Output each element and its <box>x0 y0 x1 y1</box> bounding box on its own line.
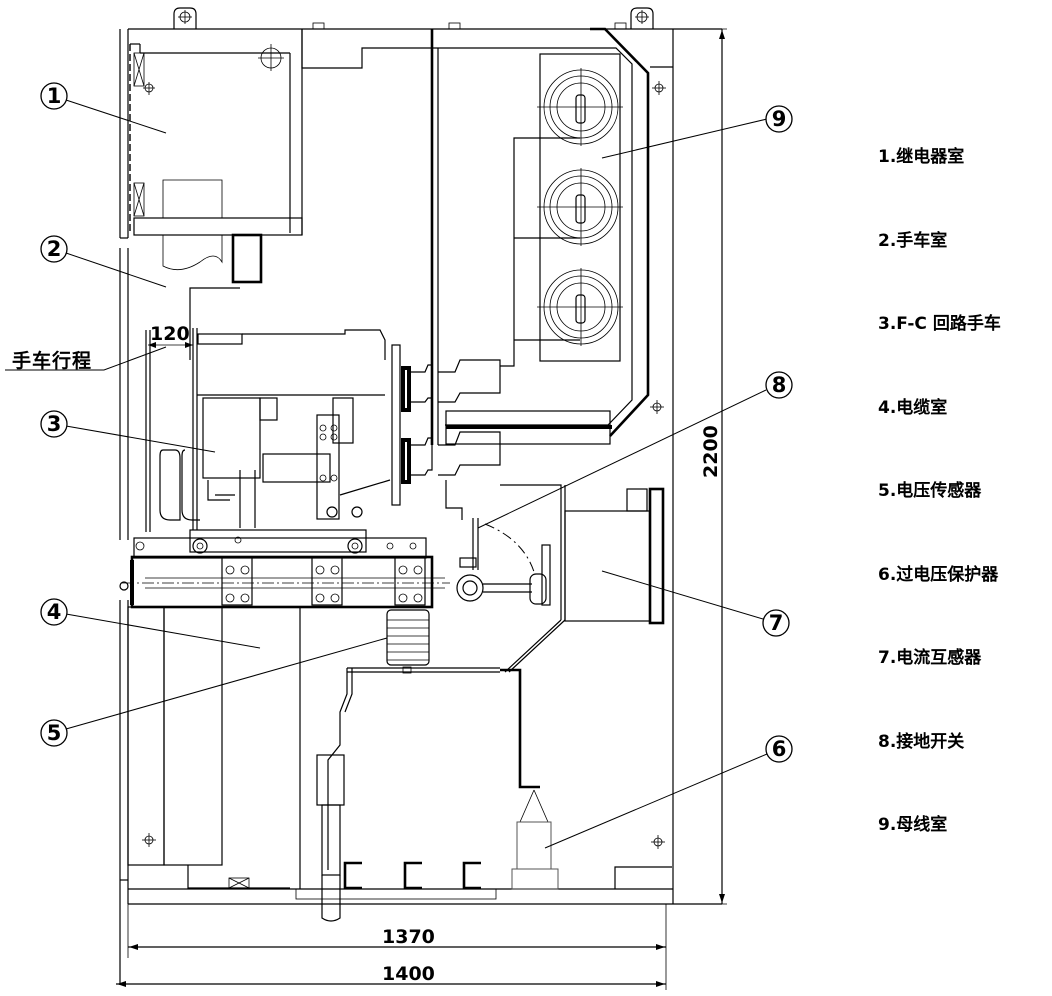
svg-text:1370: 1370 <box>382 926 435 948</box>
legend-item-surge-arrester: 6.过电压保护器 <box>878 564 999 585</box>
legend-item-truck-compartment: 2.手车室 <box>878 230 948 251</box>
busbar-insulator-3 <box>537 268 623 346</box>
voltage-sensor <box>386 609 430 674</box>
callouts: 1 2 3 4 5 6 7 8 9 <box>40 82 793 849</box>
component-legend: 1.继电器室 2.手车室 3.F-C 回路手车 4.电缆室 5.电压传感器 6.… <box>878 142 1001 894</box>
callout-4: 4 <box>40 598 68 626</box>
truck-travel-label: 手车行程 <box>12 350 93 372</box>
legend-item-busbar-compartment: 9.母线室 <box>878 815 948 835</box>
callout-5: 5 <box>40 719 68 747</box>
callout-9: 9 <box>765 105 793 133</box>
legend-item-cable-compartment: 4.电缆室 <box>878 397 948 418</box>
svg-text:3: 3 <box>47 412 62 436</box>
surge-arrester <box>511 789 559 890</box>
svg-text:1400: 1400 <box>382 963 435 985</box>
svg-text:1: 1 <box>47 84 62 108</box>
svg-text:7: 7 <box>769 611 784 635</box>
relay-compartment <box>129 29 432 284</box>
callout-3: 3 <box>40 410 68 438</box>
svg-text:2200: 2200 <box>700 425 722 478</box>
dimension-inner-width: 1370 <box>127 904 666 958</box>
cable-compartment <box>127 606 672 922</box>
svg-text:8: 8 <box>772 373 787 397</box>
busbar-insulator-2 <box>537 168 623 246</box>
legend-item-relay-compartment: 1.继电器室 <box>878 147 965 167</box>
legend-item-fc-truck: 3.F-C 回路手车 <box>878 314 1001 334</box>
callout-1: 1 <box>40 82 68 110</box>
legend-item-voltage-sensor: 5.电压传感器 <box>878 481 982 501</box>
callout-8: 8 <box>765 371 793 399</box>
dimension-travel: 120 <box>5 323 193 371</box>
legend-item-current-transformer: 7.电流互感器 <box>878 648 982 668</box>
svg-text:4: 4 <box>47 600 62 624</box>
busbar-compartment <box>430 27 673 445</box>
callout-2: 2 <box>40 235 68 263</box>
svg-text:5: 5 <box>47 721 62 745</box>
truck-compartment <box>119 287 501 609</box>
svg-text:9: 9 <box>772 107 787 131</box>
dimension-height: 2200 <box>673 28 727 905</box>
current-transformer <box>564 487 665 625</box>
callout-6: 6 <box>765 735 793 763</box>
legend-item-earthing-switch: 8.接地开关 <box>878 731 965 752</box>
earthing-switch <box>445 480 566 673</box>
dimension-outer-width: 1400 <box>116 904 667 990</box>
svg-text:6: 6 <box>772 737 787 761</box>
svg-text:2: 2 <box>47 237 62 261</box>
svg-text:120: 120 <box>150 323 190 345</box>
callout-7: 7 <box>762 609 790 637</box>
busbar-insulator-1 <box>537 68 623 146</box>
